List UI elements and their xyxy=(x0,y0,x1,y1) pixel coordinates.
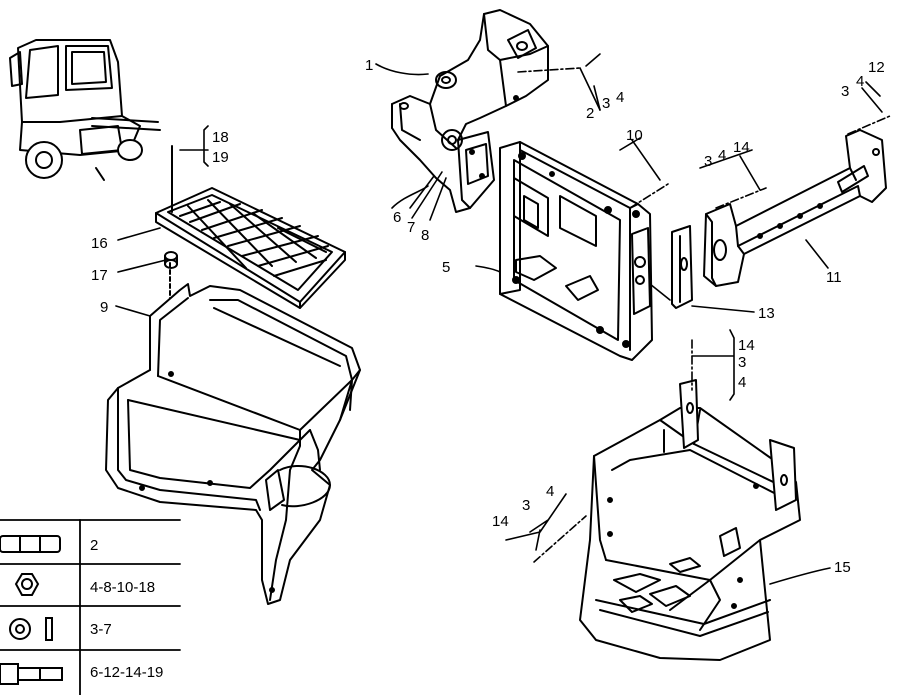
callout-16: 16 xyxy=(91,235,108,252)
callout-3b: 3 xyxy=(704,153,712,170)
callout-3: 3 xyxy=(602,95,610,112)
callout-3e: 3 xyxy=(522,497,530,514)
callout-4e: 4 xyxy=(546,483,554,500)
callout-4b: 4 xyxy=(718,147,726,164)
callout-4c: 4 xyxy=(856,73,864,90)
legend-labels: 2 4-8-10-18 3-7 6-12-14-19 xyxy=(90,537,163,681)
legend-row-2-text: 4-8-10-18 xyxy=(90,579,155,596)
legend-row-3-text: 3-7 xyxy=(90,621,112,638)
callout-4: 4 xyxy=(616,89,624,106)
callout-4d: 4 xyxy=(738,374,746,391)
callout-6: 6 xyxy=(393,209,401,226)
step-grating-16 xyxy=(156,188,345,308)
callout-2: 2 xyxy=(586,105,594,122)
callout-18: 18 xyxy=(212,129,229,146)
callout-5: 5 xyxy=(442,259,450,276)
step-assembly-15 xyxy=(580,380,800,660)
callout-8: 8 xyxy=(421,227,429,244)
flat-washer-icon xyxy=(9,617,53,641)
callout-labels: 1 2 3 4 6 7 8 5 10 3 4 14 3 4 12 11 13 1… xyxy=(91,57,885,576)
callout-19: 19 xyxy=(212,149,229,166)
legend-row-1-text: 2 xyxy=(90,537,98,554)
callout-1: 1 xyxy=(365,57,373,74)
bolt-icon xyxy=(0,663,63,685)
callout-10: 10 xyxy=(626,127,643,144)
leader-lines xyxy=(116,54,890,584)
legend-row-4-text: 6-12-14-19 xyxy=(90,664,163,681)
callout-14b: 14 xyxy=(738,337,755,354)
step-housing-9 xyxy=(106,284,360,604)
callout-7: 7 xyxy=(407,219,415,236)
mounting-plate-5 xyxy=(500,142,652,360)
truck-thumbnail xyxy=(10,40,160,180)
callout-9: 9 xyxy=(100,299,108,316)
callout-3c: 3 xyxy=(841,83,849,100)
callout-13: 13 xyxy=(758,305,775,322)
fastener-legend xyxy=(0,520,180,695)
callout-14: 14 xyxy=(733,139,750,156)
callout-14c: 14 xyxy=(492,513,509,530)
callout-11: 11 xyxy=(826,269,842,286)
callout-12: 12 xyxy=(868,59,885,76)
callout-17: 17 xyxy=(91,267,108,284)
bracket-13 xyxy=(672,226,692,308)
callout-3d: 3 xyxy=(738,354,746,371)
callout-15: 15 xyxy=(834,559,851,576)
support-arm-11 xyxy=(704,130,886,286)
hex-nut-icon xyxy=(14,573,40,596)
washer-strip-icon xyxy=(0,535,61,553)
cast-bracket-1 xyxy=(392,10,548,212)
nut-17 xyxy=(165,252,177,268)
